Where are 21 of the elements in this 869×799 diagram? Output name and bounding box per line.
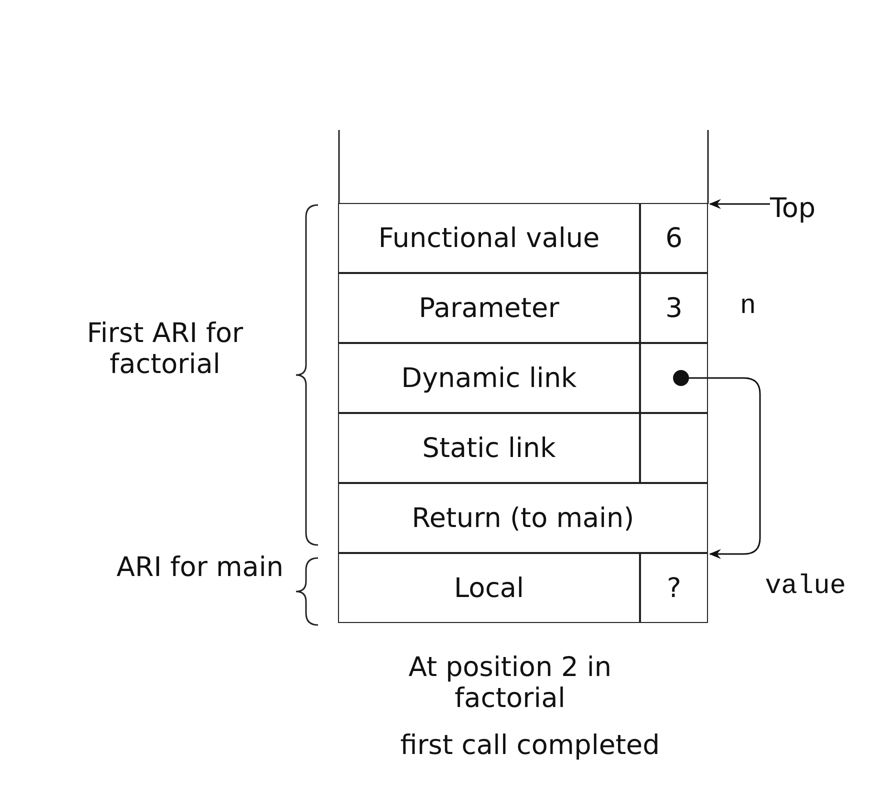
frame-label: First ARI for factorial [86, 318, 244, 380]
stack-cell: Dynamic link [338, 343, 640, 413]
stack-cell: Static link [338, 413, 640, 483]
stack-cell: Functional value [338, 203, 640, 273]
stack-cell: Return (to main) [338, 483, 708, 553]
empty-cell [640, 343, 708, 413]
pointer-label: Top [770, 188, 850, 228]
stack-cell: Parameter [338, 273, 640, 343]
frame-label: ARI for main [116, 552, 284, 583]
value-cell: ? [640, 553, 708, 623]
arrow [709, 199, 770, 209]
value-cell: 3 [640, 273, 708, 343]
stack-cell: Local [338, 553, 640, 623]
arrow [689, 377, 761, 559]
value-cell: 6 [640, 203, 708, 273]
variable-name: n [738, 292, 758, 322]
caption: At position 2 in factorial [407, 652, 613, 714]
empty-cell [640, 413, 708, 483]
caption: first call completed [399, 730, 661, 761]
variable-name: value [764, 572, 847, 602]
pointer-dot [673, 370, 689, 386]
